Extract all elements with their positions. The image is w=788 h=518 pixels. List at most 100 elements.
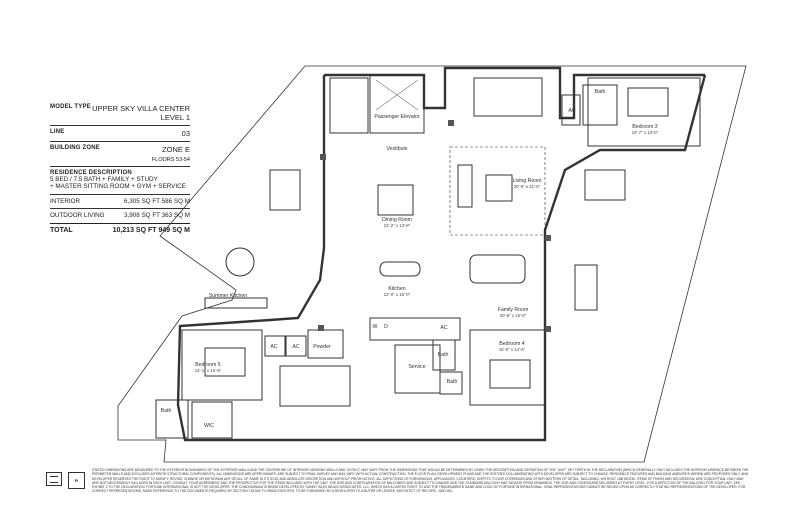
bed-4 <box>489 359 531 389</box>
room-bath-south-2: Bath <box>447 379 458 385</box>
info-panel: MODEL TYPE UPPER SKY VILLA CENTER LEVEL … <box>50 104 190 234</box>
room-ac-north: AC <box>568 108 575 114</box>
room-bedroom-5-dims: 14'-1" x 16'-9" <box>195 368 222 373</box>
outdoor-value: 3,908 SQ FT 363 SQ M <box>123 212 190 220</box>
column <box>545 235 551 241</box>
room-ac-2: AC <box>292 344 299 350</box>
dining-table <box>377 184 414 216</box>
room-bedroom-3-dims: 10'-7" x 13'-0" <box>632 130 659 135</box>
room-living: Living Room <box>513 178 542 184</box>
total-value: 10,213 SQ FT 949 SQ M <box>112 226 190 234</box>
bed4-room <box>469 329 546 406</box>
room-kitchen: Kitchen <box>388 286 405 292</box>
bath-north <box>582 84 618 126</box>
dining-east <box>574 264 598 311</box>
divider <box>50 208 190 210</box>
residence-line-2: + MASTER SITTING ROOM + GYM + SERVICE <box>50 183 186 191</box>
zone-name: ZONE E <box>162 145 190 154</box>
lounge-west <box>269 169 301 211</box>
round-table <box>225 247 255 277</box>
outdoor-label: OUTDOOR LIVING <box>50 212 105 220</box>
divider-strong <box>50 222 190 224</box>
bed3-room <box>587 77 701 147</box>
room-bedroom-4-dims: 16'-0" x 14'-6" <box>499 347 526 352</box>
wic-room <box>191 401 233 439</box>
divider <box>50 141 190 142</box>
stair-north <box>473 77 543 117</box>
coffee-table <box>485 174 513 202</box>
ac-north <box>561 94 581 126</box>
stair-west <box>329 77 369 134</box>
service-block <box>369 317 461 341</box>
room-ac-3: AC <box>440 325 447 331</box>
room-family: Family Room <box>498 307 529 313</box>
ac-block-1 <box>264 335 286 357</box>
balcony-outline <box>117 65 747 463</box>
kitchen-counter <box>379 261 421 277</box>
room-family-dims: 20'-6" x 16'-0" <box>500 313 527 318</box>
divider <box>50 193 190 195</box>
sofa-living <box>457 164 473 208</box>
disclaimer: STATED DIMENSIONS ARE MEASURED TO THE EX… <box>92 468 749 494</box>
zone-label: BUILDING ZONE <box>50 145 100 151</box>
room-bath-sw: Bath <box>161 408 172 414</box>
divider <box>50 125 190 126</box>
stair-south <box>279 365 351 407</box>
bath-south <box>432 339 456 371</box>
room-bath-south: Bath <box>438 352 449 358</box>
room-powder: Powder <box>313 344 331 350</box>
service-room <box>394 344 441 394</box>
room-bedroom-4: Bedroom 4 <box>499 341 524 347</box>
model-type-line-1: UPPER SKY VILLA CENTER <box>92 104 190 113</box>
interior-value: 6,305 SQ FT 586 SQ M <box>123 197 190 205</box>
model-type-line-2: LEVEL 1 <box>160 113 190 122</box>
family-bar <box>469 254 526 284</box>
total-label: TOTAL <box>50 226 73 234</box>
room-service: Service <box>408 364 425 370</box>
column <box>545 326 551 332</box>
column <box>320 154 326 160</box>
model-type-label: MODEL TYPE <box>50 104 91 110</box>
ac-block-2 <box>285 335 307 357</box>
room-ac-1: AC <box>270 344 277 350</box>
bed-5 <box>204 347 246 377</box>
room-passenger-elevator: Passenger Elevator <box>374 114 420 120</box>
elevator-x2 <box>375 79 419 111</box>
residence-line-1: 5 BED / 7.5 BATH + FAMILY + STUDY <box>50 176 158 183</box>
living-zone <box>449 146 546 236</box>
line-label: LINE <box>50 129 65 135</box>
fortune-logo-icon: FI <box>68 472 85 489</box>
divider <box>50 166 190 167</box>
room-wic: WIC <box>204 423 214 429</box>
zone-value: ZONE E FLOORS 53-54 <box>152 145 190 163</box>
model-type-value: UPPER SKY VILLA CENTER LEVEL 1 <box>92 104 190 122</box>
column <box>448 120 454 126</box>
room-summer-kitchen: Summer Kitchen <box>209 293 247 299</box>
east-wall <box>440 74 707 442</box>
bed-3 <box>627 87 669 117</box>
equal-housing-icon <box>46 472 62 486</box>
summer-kitchen-counter <box>204 297 268 309</box>
room-dining: Dining Room <box>382 217 412 223</box>
room-kitchen-dims: 22'-0" x 15'-0" <box>384 292 411 297</box>
bath-south-2 <box>439 371 463 395</box>
line-value: 03 <box>181 129 190 138</box>
floors-value: FLOORS 53-54 <box>151 157 190 163</box>
interior-label: INTERIOR <box>50 197 81 205</box>
room-bath-north: Bath <box>595 89 606 95</box>
room-bedroom-5: Bedroom 5 <box>195 362 220 368</box>
room-dryer: D <box>384 324 388 330</box>
bath-south-west <box>155 399 189 439</box>
powder-room <box>307 329 344 359</box>
west-wall <box>176 75 326 442</box>
room-washer: W <box>373 324 378 330</box>
sofa-east <box>584 169 626 201</box>
elevator-room <box>369 74 425 134</box>
room-dining-dims: 22'-2" x 13'-8" <box>384 223 411 228</box>
room-living-dims: 20'-6" x 21'-6" <box>514 184 541 189</box>
bed5-room <box>181 329 263 401</box>
column <box>318 325 324 331</box>
room-bedroom-3: Bedroom 3 <box>632 124 657 130</box>
room-vestibule: Vestibule <box>386 146 407 152</box>
